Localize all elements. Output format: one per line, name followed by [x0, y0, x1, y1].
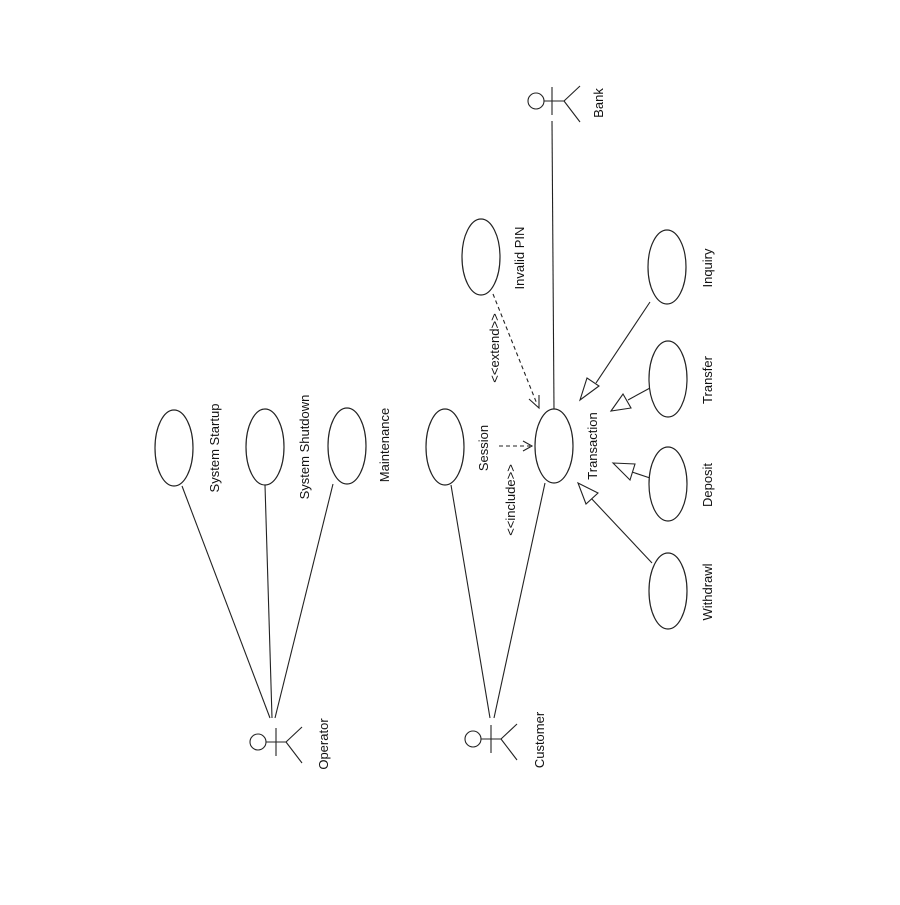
actor-bank-icon[interactable] — [527, 85, 581, 123]
generalization-inquiry-arrowhead — [578, 377, 600, 402]
label-system-shutdown: System Shutdown — [297, 395, 312, 500]
generalization-withdrawl-arrowhead — [576, 481, 599, 505]
use-case-system-startup[interactable] — [154, 409, 194, 487]
assoc-operator-startup — [181, 485, 271, 719]
generalization-deposit-arrowhead — [611, 462, 636, 482]
label-system-startup: System Startup — [207, 404, 222, 493]
label-invalid-pin: Invalid PIN — [512, 227, 527, 290]
assoc-operator-maintenance — [274, 483, 334, 719]
label-customer: Customer — [532, 711, 547, 768]
use-case-deposit[interactable] — [648, 446, 688, 522]
assoc-operator-shutdown — [264, 484, 273, 719]
include-arrowhead — [522, 440, 534, 452]
extend-arrowhead — [528, 395, 540, 410]
actor-operator-icon[interactable] — [249, 726, 303, 764]
label-session: Session — [476, 425, 491, 471]
label-inquiry: Inquiry — [700, 248, 715, 288]
label-maintenance: Maintenance — [377, 408, 392, 482]
use-case-transfer[interactable] — [648, 340, 688, 418]
use-case-withdrawl[interactable] — [648, 552, 688, 630]
generalization-transfer — [627, 387, 651, 401]
label-transfer: Transfer — [700, 355, 715, 404]
label-transaction: Transaction — [585, 412, 600, 479]
label-include: <<include>> — [503, 464, 518, 536]
label-deposit: Deposit — [700, 463, 715, 507]
label-extend: <<extend>> — [487, 313, 502, 382]
assoc-bank-transaction — [551, 120, 555, 411]
generalization-deposit — [631, 471, 651, 479]
use-case-session[interactable] — [425, 408, 465, 486]
use-case-maintenance[interactable] — [327, 407, 367, 485]
actor-customer-icon[interactable] — [464, 723, 518, 761]
generalization-inquiry — [595, 301, 651, 384]
extend-line — [492, 293, 538, 405]
use-case-transaction[interactable] — [534, 408, 574, 484]
assoc-customer-session — [450, 484, 491, 719]
label-withdrawl: Withdrawl — [700, 563, 715, 620]
generalization-withdrawl — [589, 496, 653, 564]
assoc-customer-transaction — [493, 482, 546, 719]
use-case-system-shutdown[interactable] — [245, 408, 285, 486]
generalization-transfer-arrowhead — [609, 392, 632, 412]
use-case-inquiry[interactable] — [647, 229, 687, 305]
label-bank: Bank — [591, 88, 606, 118]
label-operator: Operator — [316, 718, 331, 770]
use-case-invalid-pin[interactable] — [461, 218, 501, 296]
